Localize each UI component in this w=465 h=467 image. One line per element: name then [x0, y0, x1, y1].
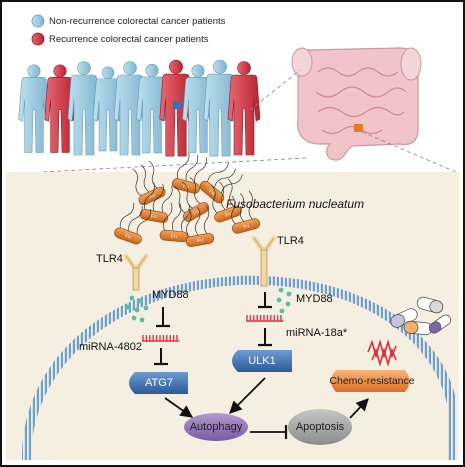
ulk1-pill: [232, 350, 292, 372]
svg-text:Fn: Fn: [192, 209, 200, 217]
atg7-pill: [129, 372, 188, 394]
fusobacterium-cell: Fn: [210, 178, 242, 223]
svg-text:Fn: Fn: [124, 233, 132, 241]
fusobacterium-cell: Fn: [185, 205, 215, 247]
patient-figures: [18, 59, 261, 157]
myd88-label-right: MYD88: [296, 293, 333, 305]
link-line-left: [41, 157, 307, 173]
link-line-top: [249, 69, 301, 111]
bacterium-name: Fusobacterium nucleatum: [226, 197, 365, 211]
apoptosis-label: Apoptosis: [295, 421, 345, 433]
legend-red-marker: [31, 32, 45, 46]
atg7-label: ATG7: [145, 377, 173, 389]
svg-text:Fn: Fn: [197, 237, 204, 244]
fusobacterium-cell: Fn: [174, 177, 210, 222]
link-line-right: [361, 131, 457, 173]
nonrecurrence-patient-figure: [113, 61, 147, 156]
legend-label-recurrence: Recurrence colorectal cancer patients: [49, 34, 209, 45]
fusobacterium-cell: Fn: [231, 190, 261, 234]
svg-text:Fn: Fn: [207, 189, 215, 197]
mirna-18a-comb: [246, 315, 284, 322]
mirna-4802-label: miRNA-4802: [79, 341, 142, 353]
svg-text:Fn: Fn: [243, 223, 250, 230]
svg-text:Fn: Fn: [182, 183, 189, 190]
autophagy-node: [184, 413, 248, 441]
chemo-resistance-label: Chemo-resistance: [329, 375, 415, 387]
chemo-resistance-node: [331, 370, 410, 392]
apoptosis-node: [288, 409, 352, 445]
mirna-4802-comb: [142, 335, 180, 342]
svg-text:Fn: Fn: [225, 211, 233, 219]
recurrence-patient-figure: [159, 59, 193, 157]
ulk1-to-autophagy-arrow: [229, 377, 266, 414]
myd88-dots-left: [125, 295, 149, 323]
tumor-marker: [173, 101, 182, 109]
recurrence-patient-figure: [227, 61, 261, 156]
ulk1-label: ULK1: [248, 355, 276, 367]
drug-capsules-icon: [390, 296, 452, 336]
svg-text:Fn: Fn: [150, 214, 157, 221]
fusobacterium-cell: Fn: [159, 202, 191, 243]
nonrecurrence-patient-figure: [18, 64, 50, 153]
atg7-to-autophagy-arrow: [164, 397, 194, 418]
tlr4-receptor-left: [123, 253, 149, 291]
tlr4-label-left: TLR4: [96, 253, 123, 265]
legend-label-nonrecurrence: Non-recurrence colorectal cancer patient…: [49, 16, 226, 27]
apoptosis-to-chemoresistance-arrow: [349, 398, 369, 419]
svg-text:Fn: Fn: [171, 234, 178, 241]
mirna-18a-label: miRNA-18a*: [286, 327, 348, 339]
svg-text:Fn: Fn: [149, 193, 157, 201]
myd88-label-left: MYD88: [152, 289, 189, 301]
legend-blue-marker: [31, 14, 45, 28]
myd88-dots-right: [276, 287, 292, 314]
tlr4-receptor-right: [251, 235, 277, 287]
fusobacterium-cell: Fn: [114, 202, 152, 245]
nonrecurrence-patient-figure: [67, 61, 101, 156]
colon-illustration: [291, 47, 422, 161]
autophagy-label: Autophagy: [189, 421, 243, 433]
tlr4-label-right: TLR4: [277, 235, 304, 247]
